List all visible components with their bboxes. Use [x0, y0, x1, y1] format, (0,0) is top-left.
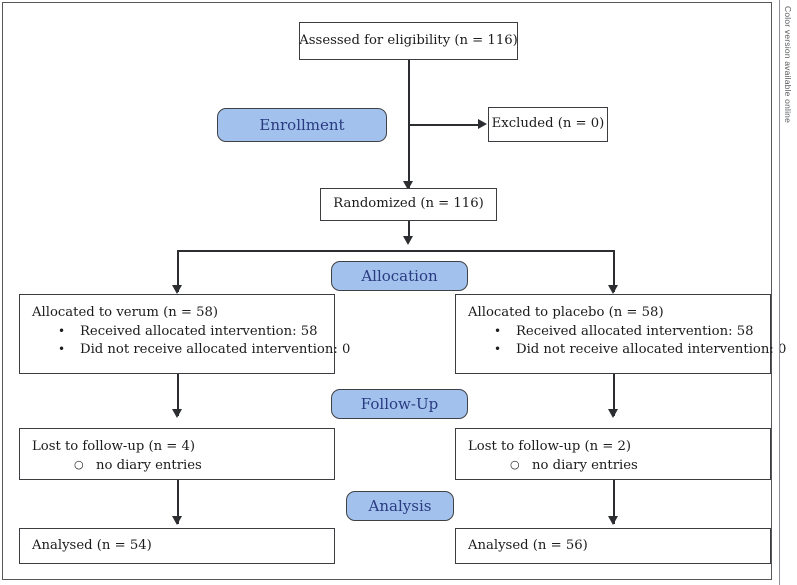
node-lost-followup-verum: Lost to follow-up (n = 4) ○ no diary ent…: [19, 428, 335, 480]
sidenote-divider: [779, 0, 780, 585]
list-item: ○ no diary entries: [74, 457, 334, 475]
bullet-icon: •: [494, 324, 502, 339]
node-allocated-verum-bullets: • Received allocated intervention: 58 • …: [32, 323, 350, 359]
stage-tag-allocation: Allocation: [331, 261, 468, 291]
color-version-note: Color version available online: [783, 6, 793, 124]
connector-verum-to-followup: [177, 374, 179, 416]
list-item-label: Did not receive allocated intervention: …: [516, 342, 787, 358]
arrowhead-allocation-right: [608, 285, 618, 294]
arrowhead-placebo-to-analysis: [608, 516, 618, 525]
hollow-bullet-icon: ○: [74, 458, 84, 472]
list-item-label: no diary entries: [96, 458, 202, 474]
node-analysed-verum-label: Analysed (n = 54): [32, 538, 152, 553]
stage-tag-enrollment-label: Enrollment: [259, 116, 345, 134]
bullet-icon: •: [58, 342, 66, 357]
list-item-label: no diary entries: [532, 458, 638, 474]
node-lost-followup-verum-bullets: ○ no diary entries: [32, 457, 334, 475]
node-analysed-verum: Analysed (n = 54): [19, 528, 335, 564]
list-item: • Received allocated intervention: 58: [494, 323, 770, 341]
node-analysed-placebo-label: Analysed (n = 56): [468, 538, 588, 553]
node-lost-followup-placebo: Lost to follow-up (n = 2) ○ no diary ent…: [455, 428, 771, 480]
node-allocated-placebo-label: Allocated to placebo (n = 58): [468, 305, 664, 320]
connector-verum-to-analysis: [177, 480, 179, 524]
node-lost-followup-placebo-label: Lost to follow-up (n = 2): [468, 439, 632, 454]
list-item: • Did not receive allocated intervention…: [494, 341, 786, 359]
node-allocated-placebo: Allocated to placebo (n = 58) • Received…: [455, 294, 786, 374]
node-analysed-placebo: Analysed (n = 56): [455, 528, 771, 564]
stage-tag-followup: Follow-Up: [331, 389, 468, 419]
arrowhead-verum-to-analysis: [172, 516, 182, 525]
node-allocated-verum-label: Allocated to verum (n = 58): [32, 305, 219, 320]
list-item: • Did not receive allocated intervention…: [58, 341, 350, 359]
arrowhead-assessed-to-randomized: [403, 181, 413, 190]
list-item: ○ no diary entries: [510, 457, 770, 475]
figure-frame: [2, 2, 772, 580]
list-item-label: Did not receive allocated intervention: …: [80, 342, 351, 358]
connector-allocation-left: [177, 250, 179, 292]
node-excluded: Excluded (n = 0): [488, 107, 608, 142]
arrowhead-verum-to-followup: [172, 409, 182, 418]
node-allocated-placebo-bullets: • Received allocated intervention: 58 • …: [468, 323, 786, 359]
node-assessed-for-eligibility: Assessed for eligibility (n = 116): [299, 22, 518, 60]
connector-placebo-to-analysis: [613, 480, 615, 524]
connector-randomized-stem: [408, 221, 410, 241]
stage-tag-analysis-label: Analysis: [368, 497, 432, 515]
bullet-icon: •: [494, 342, 502, 357]
bullet-icon: •: [58, 324, 66, 339]
connector-allocation-split: [177, 250, 614, 252]
list-item-label: Received allocated intervention: 58: [80, 324, 318, 340]
arrowhead-placebo-to-followup: [608, 409, 618, 418]
stage-tag-allocation-label: Allocation: [361, 267, 438, 285]
node-assessed-for-eligibility-label: Assessed for eligibility (n = 116): [299, 32, 518, 48]
list-item-label: Received allocated intervention: 58: [516, 324, 754, 340]
connector-placebo-to-followup: [613, 374, 615, 416]
list-item: • Received allocated intervention: 58: [58, 323, 334, 341]
node-lost-followup-verum-label: Lost to follow-up (n = 4): [32, 439, 196, 454]
arrowhead-allocation-left: [172, 285, 182, 294]
stage-tag-enrollment: Enrollment: [217, 108, 387, 142]
stage-tag-followup-label: Follow-Up: [360, 395, 439, 413]
node-excluded-label: Excluded (n = 0): [491, 116, 605, 132]
arrowhead-randomized-stem: [403, 236, 413, 245]
node-allocated-verum: Allocated to verum (n = 58) • Received a…: [19, 294, 350, 374]
node-randomized: Randomized (n = 116): [320, 188, 497, 221]
node-randomized-label: Randomized (n = 116): [333, 196, 484, 212]
hollow-bullet-icon: ○: [510, 458, 520, 472]
connector-to-excluded: [408, 124, 480, 126]
connector-allocation-right: [613, 250, 615, 292]
arrowhead-to-excluded: [478, 119, 487, 129]
node-lost-followup-placebo-bullets: ○ no diary entries: [468, 457, 770, 475]
stage-tag-analysis: Analysis: [346, 491, 454, 521]
